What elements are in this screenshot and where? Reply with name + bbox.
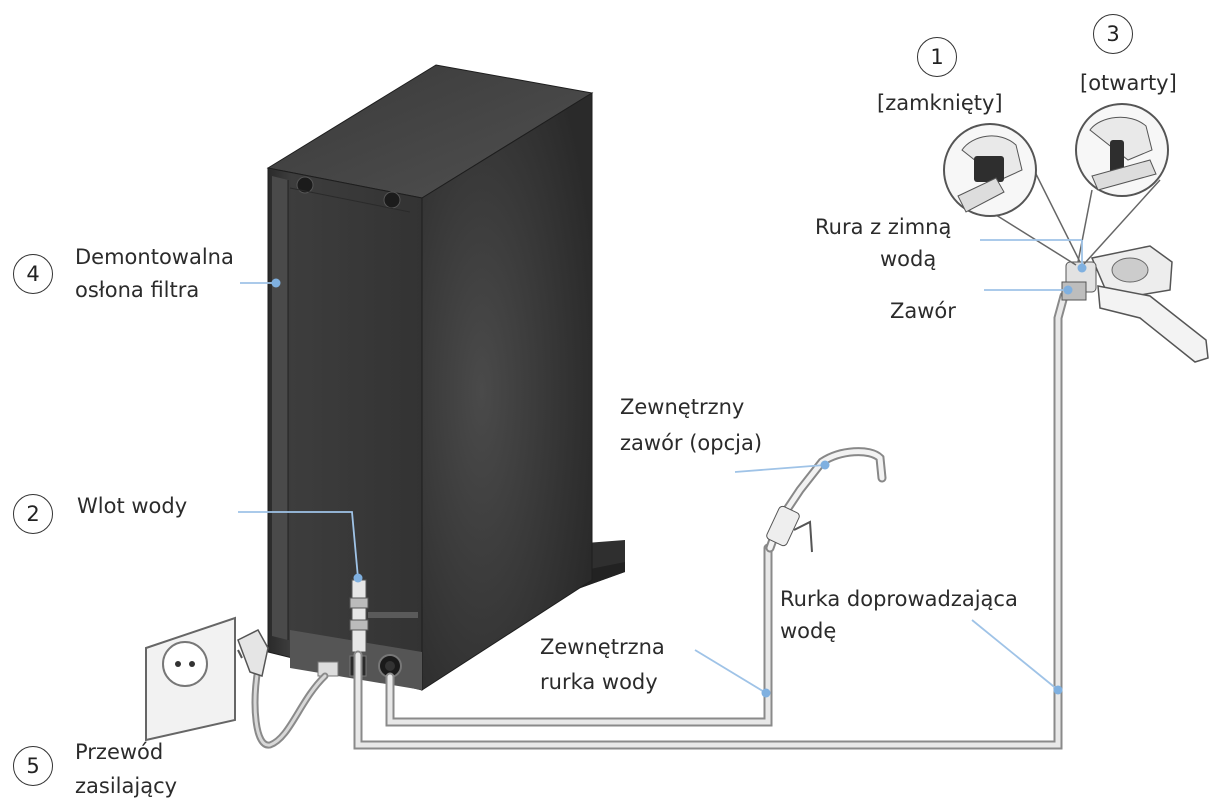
label-supply-tube-line2: wodę	[780, 619, 837, 643]
valve-open-detail	[1075, 103, 1169, 265]
callout-1: 1	[917, 37, 957, 77]
label-water-inlet: Wlot wody	[77, 494, 188, 518]
label-power-cord-line2: zasilający	[75, 774, 178, 798]
label-supply-tube-line1: Rurka doprowadzająca	[780, 587, 1018, 611]
leader-dots	[271, 263, 1087, 698]
label-ext-valve-line2: zawór (opcja)	[620, 431, 763, 455]
tubes	[251, 291, 1069, 750]
label-filter-cover-line1: Demontowalna	[75, 245, 234, 269]
water-inlet-fitting	[349, 579, 369, 653]
screw-right	[383, 191, 401, 209]
label-ext-valve-line1: Zewnętrzny	[620, 395, 745, 419]
wall-socket	[145, 616, 269, 742]
leader-lines	[238, 239, 1083, 694]
sink-valve-assembly	[1061, 245, 1209, 363]
leader-ext-valve	[734, 464, 826, 473]
label-filter-cover-line2: osłona filtra	[75, 278, 200, 302]
label-closed: [zamknięty]	[877, 91, 1003, 115]
label-cold-pipe-line1: Rura z zimną	[815, 215, 952, 239]
leader-ext-tube	[694, 649, 767, 694]
callout-4: 4	[13, 254, 53, 294]
water-dispenser-unit	[266, 64, 594, 691]
label-ext-tube-line2: rurka wody	[540, 670, 658, 694]
external-faucet	[765, 447, 887, 553]
leader-supply-tube	[971, 619, 1059, 691]
label-power-cord-line1: Przewód	[75, 740, 164, 764]
screw-left	[296, 176, 314, 194]
label-open: [otwarty]	[1080, 71, 1177, 95]
label-valve: Zawór	[890, 299, 956, 323]
callout-3: 3	[1093, 14, 1133, 54]
callout-2: 2	[13, 494, 53, 534]
label-ext-tube-line1: Zewnętrzna	[540, 635, 665, 659]
leader-water-inlet	[238, 511, 359, 579]
label-cold-pipe-line2: wodą	[880, 247, 937, 271]
valve-closed-detail	[943, 123, 1081, 266]
callout-5: 5	[13, 746, 53, 786]
